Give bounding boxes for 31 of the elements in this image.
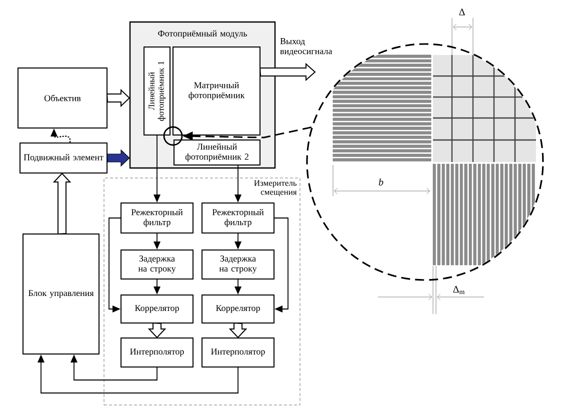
zoom-circle [163, 126, 183, 146]
moving-element-box: Подвижный элемент [20, 142, 108, 174]
interpolator-box: Интерполятор [120, 338, 194, 368]
arrow [70, 354, 158, 380]
photodetector-box: Линейный фотоприёмник 2 [174, 140, 260, 166]
arrow [154, 279, 160, 294]
delay-box: Задержка на строку [120, 250, 194, 280]
filter-box: Режекторный фильтр [120, 202, 194, 234]
delay-box: Задержка на строку [202, 250, 274, 280]
arrow [154, 233, 160, 250]
arrow [274, 218, 288, 312]
correlator-box: Коррелятор [120, 294, 194, 324]
dimension-label: Δ [459, 8, 465, 16]
lens-box: Объектив [18, 68, 108, 128]
dashed-arrow [182, 126, 312, 140]
edge-label: Выход видеосигнала [280, 38, 332, 56]
arrow [234, 279, 242, 294]
arrow [38, 354, 238, 394]
filter-box: Режекторный фильтр [202, 202, 274, 234]
correlator-box: Коррелятор [202, 294, 274, 324]
block-arrow [106, 149, 130, 167]
dimension-label: b [378, 178, 384, 186]
arrow [234, 233, 242, 250]
arrow [108, 218, 121, 312]
arrow [154, 135, 160, 202]
interpolator-box: Интерполятор [202, 338, 274, 368]
photodetector-box: Линейный фотоприёмник 1 [144, 46, 170, 136]
arrow [234, 165, 242, 202]
photodetector-box: Матричный фотоприёмник [172, 46, 260, 136]
motion-arrow [50, 128, 71, 143]
control-unit-box: Блок управления [22, 234, 100, 354]
